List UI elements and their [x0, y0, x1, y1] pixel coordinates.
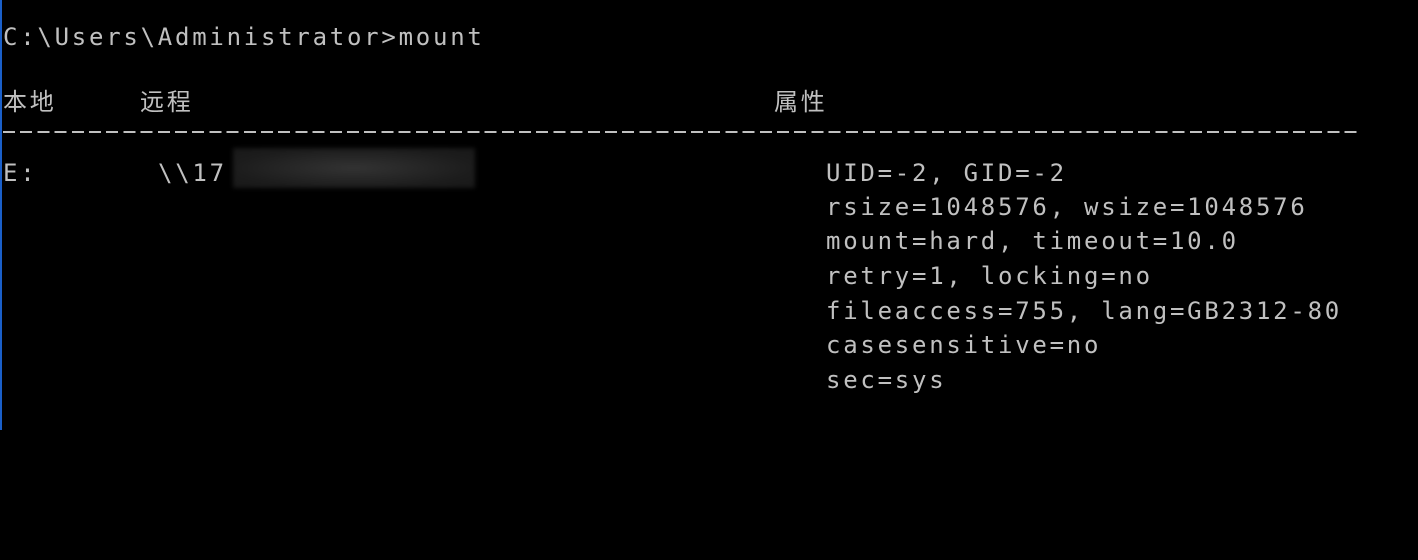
property-line: mount=hard, timeout=10.0	[826, 227, 1239, 255]
separator-line	[3, 131, 1358, 133]
entry-local: E:	[3, 159, 38, 187]
terminal-output[interactable]: C:\Users\Administrator>mount 本地 远程 属性 E:…	[3, 0, 1418, 430]
prompt-path: C:\Users\Administrator>	[3, 23, 399, 51]
window-edge	[0, 0, 2, 430]
prompt-line: C:\Users\Administrator>mount	[3, 20, 485, 54]
entry-remote: \\17	[158, 159, 227, 187]
property-line: rsize=1048576, wsize=1048576	[826, 193, 1308, 221]
redacted-remote-path	[233, 148, 475, 188]
property-line: retry=1, locking=no	[826, 262, 1153, 290]
property-line: casesensitive=no	[826, 331, 1102, 359]
property-line: UID=-2, GID=-2	[826, 159, 1067, 187]
header-properties: 属性	[774, 88, 828, 116]
header-local: 本地	[3, 88, 57, 116]
property-line: fileaccess=755, lang=GB2312-80	[826, 297, 1342, 325]
property-line: sec=sys	[826, 366, 947, 394]
prompt-command: mount	[398, 23, 485, 51]
header-remote: 远程	[140, 88, 194, 116]
